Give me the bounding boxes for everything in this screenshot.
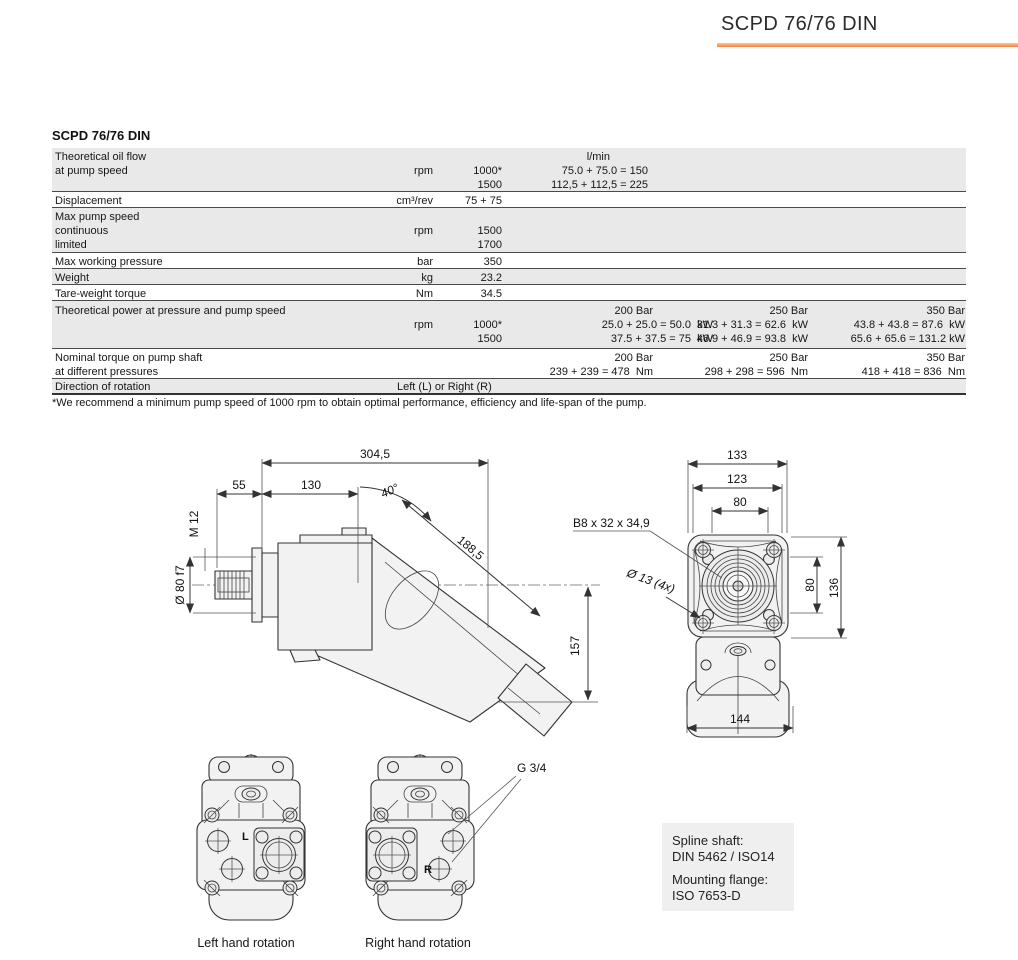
unit-cell: rpm bbox=[414, 225, 433, 237]
shaft-flange-info-box: Spline shaft: DIN 5462 / ISO14 Mounting … bbox=[662, 823, 794, 911]
speed-cell: 1000* bbox=[473, 319, 502, 331]
dim-pilot-diameter: Ø 80 f7 bbox=[173, 565, 187, 605]
row-label: Max pump speed bbox=[55, 211, 140, 223]
info-line: ISO 7653-D bbox=[672, 888, 741, 903]
row-label: Displacement bbox=[55, 195, 122, 207]
spec-table-title: SCPD 76/76 DIN bbox=[52, 128, 151, 143]
left-rotation-marker: L bbox=[242, 831, 249, 843]
spec-row-power: Theoretical power at pressure and pump s… bbox=[52, 300, 966, 348]
spec-row-direction: Direction of rotation Left (L) or Right … bbox=[52, 378, 966, 393]
pressure-header: 250 Bar bbox=[769, 352, 808, 364]
row-label: Direction of rotation bbox=[55, 381, 151, 393]
dim-pilot-height: 80 bbox=[803, 578, 817, 592]
value-cell: 1500 bbox=[477, 225, 502, 237]
pressure-header: 350 Bar bbox=[926, 352, 965, 364]
value-cell: 43.8 + 43.8 = 87.6 kW bbox=[853, 319, 965, 331]
pressure-header: 250 Bar bbox=[769, 305, 808, 317]
unit-cell: kg bbox=[421, 272, 433, 284]
value-cell: 31.3 + 31.3 = 62.6 kW bbox=[696, 319, 808, 331]
spec-row-max-working-pressure: Max working pressure bar 350 bbox=[52, 252, 966, 268]
pressure-header: 200 Bar bbox=[614, 352, 653, 364]
value-cell: 239 + 239 = 478 Nm bbox=[549, 366, 653, 378]
spec-row-max-pump-speed: Max pump speed continuous rpm 1500 limit… bbox=[52, 207, 966, 252]
dim-height: 136 bbox=[827, 578, 841, 598]
value-cell: 1700 bbox=[477, 239, 502, 251]
row-label: Theoretical power at pressure and pump s… bbox=[55, 305, 286, 317]
value-cell: Left (L) or Right (R) bbox=[397, 381, 492, 393]
row-label: Nominal torque on pump shaft bbox=[55, 352, 203, 364]
left-rotation-caption: Left hand rotation bbox=[197, 936, 294, 950]
row-label: at pump speed bbox=[55, 165, 128, 177]
info-line: Mounting flange: bbox=[672, 872, 769, 887]
right-rotation-caption: Right hand rotation bbox=[365, 936, 471, 950]
spec-row-displacement: Displacement cm³/rev 75 + 75 bbox=[52, 191, 966, 207]
pressure-header: 200 Bar bbox=[614, 305, 653, 317]
value-cell: 46.9 + 46.9 = 93.8 kW bbox=[696, 333, 808, 345]
dim-front-length: 130 bbox=[301, 478, 321, 492]
dim-overall-length: 304,5 bbox=[360, 447, 390, 461]
row-label: Weight bbox=[55, 272, 90, 284]
value-cell: 112,5 + 112,5 = 225 bbox=[551, 179, 648, 191]
flow-unit-header: l/min bbox=[586, 151, 610, 163]
right-rotation-pump bbox=[365, 753, 475, 921]
page-title: SCPD 76/76 DIN bbox=[721, 13, 878, 35]
technical-drawings: 304,5 55 130 40° M 12 Ø 80 f7 188,5 157 … bbox=[173, 447, 847, 950]
dim-shaft-length: 55 bbox=[232, 478, 246, 492]
unit-cell: cm³/rev bbox=[396, 195, 433, 207]
unit-cell: bar bbox=[417, 256, 433, 268]
table-footnote: *We recommend a minimum pump speed of 10… bbox=[52, 397, 647, 409]
spline-spec-label: B8 x 32 x 34,9 bbox=[573, 516, 650, 530]
accent-rule bbox=[717, 43, 1018, 47]
side-view-drawing: 304,5 55 130 40° M 12 Ø 80 f7 188,5 157 bbox=[173, 447, 600, 737]
unit-cell: Nm bbox=[415, 288, 433, 300]
front-view-drawing: 133 123 80 bbox=[573, 448, 847, 738]
value-cell: 418 + 418 = 836 Nm bbox=[861, 366, 965, 378]
value-cell: 23.2 bbox=[480, 272, 502, 284]
bolt-hole-spec-label: Ø 13 (4x) bbox=[624, 565, 677, 596]
dim-bolt-spacing: 123 bbox=[727, 472, 747, 486]
value-cell: 75.0 + 75.0 = 150 bbox=[561, 165, 648, 177]
unit-cell: rpm bbox=[414, 165, 433, 177]
speed-cell: 1000* bbox=[473, 165, 502, 177]
dim-height-below-axis: 157 bbox=[568, 636, 582, 656]
row-label: Theoretical oil flow bbox=[55, 151, 147, 163]
row-label: limited bbox=[55, 239, 87, 251]
spec-row-tare-weight-torque: Tare-weight torque Nm 34.5 bbox=[52, 284, 966, 300]
value-cell: 75 + 75 bbox=[464, 195, 502, 207]
row-label: Max working pressure bbox=[55, 256, 163, 268]
dim-width-overall: 133 bbox=[727, 448, 747, 462]
left-rotation-pump bbox=[196, 753, 306, 921]
value-cell: 350 bbox=[483, 256, 502, 268]
row-label: at different pressures bbox=[55, 366, 159, 378]
pressure-header: 350 Bar bbox=[926, 305, 965, 317]
port-thread-label: G 3/4 bbox=[517, 761, 547, 775]
info-line: Spline shaft: bbox=[672, 833, 744, 848]
row-label: Tare-weight torque bbox=[55, 288, 147, 300]
dim-bend-angle: 40° bbox=[379, 480, 401, 500]
info-line: DIN 5462 / ISO14 bbox=[672, 849, 775, 864]
unit-cell: rpm bbox=[414, 319, 433, 331]
value-cell: 37.5 + 37.5 = 75 kW bbox=[610, 333, 713, 345]
spec-table: Theoretical oil flow l/min at pump speed… bbox=[52, 148, 966, 395]
value-cell: 25.0 + 25.0 = 50.0 kW bbox=[601, 319, 713, 331]
row-label: continuous bbox=[55, 225, 109, 237]
dim-pilot-width: 80 bbox=[733, 495, 747, 509]
ports-view-drawing: L R G 3/4 Left hand rotation Right hand … bbox=[196, 753, 547, 950]
spec-row-oil-flow: Theoretical oil flow l/min at pump speed… bbox=[52, 148, 966, 191]
speed-cell: 1500 bbox=[477, 333, 502, 345]
dim-shaft-thread: M 12 bbox=[187, 510, 201, 537]
value-cell: 298 + 298 = 596 Nm bbox=[704, 366, 808, 378]
right-rotation-marker: R bbox=[424, 864, 432, 876]
value-cell: 65.6 + 65.6 = 131.2 kW bbox=[850, 333, 965, 345]
spec-row-weight: Weight kg 23.2 bbox=[52, 268, 966, 284]
spec-row-torque: Nominal torque on pump shaft 200 Bar 250… bbox=[52, 348, 966, 378]
speed-cell: 1500 bbox=[477, 179, 502, 191]
dim-body-width: 144 bbox=[730, 712, 750, 726]
value-cell: 34.5 bbox=[480, 288, 502, 300]
